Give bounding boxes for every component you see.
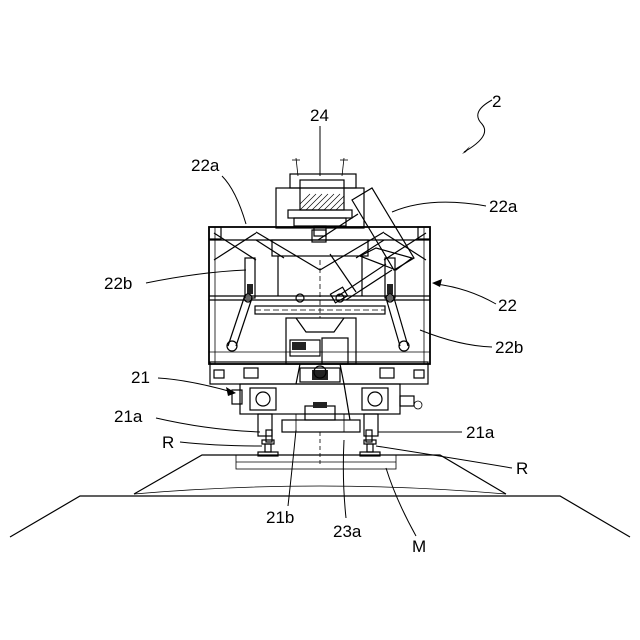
embankment <box>10 455 630 537</box>
label-R-right: R <box>516 459 528 478</box>
label-M: M <box>412 537 426 556</box>
leader-2 <box>464 100 492 152</box>
leader-21b <box>288 430 296 506</box>
label-22a-left: 22a <box>191 156 220 175</box>
label-2: 2 <box>492 92 501 111</box>
tilted-arm <box>318 188 414 303</box>
label-21b: 21b <box>266 508 294 527</box>
label-R-left: R <box>162 433 174 452</box>
leader-R-left <box>180 442 262 446</box>
leader-M <box>386 468 416 536</box>
center-unit <box>286 260 356 420</box>
leader-22 <box>436 284 496 304</box>
label-21a-right: 21a <box>466 423 495 442</box>
leader-22b-left <box>146 270 246 283</box>
label-24: 24 <box>310 106 329 125</box>
label-23a: 23a <box>333 522 362 541</box>
label-22b-right: 22b <box>495 338 523 357</box>
leader-22a-right <box>392 202 486 212</box>
label-21: 21 <box>131 368 150 387</box>
leader-22a-left <box>222 176 246 224</box>
leader-23a <box>343 440 346 518</box>
label-22a-right: 22a <box>489 197 518 216</box>
label-22: 22 <box>498 296 517 315</box>
leader-21a-left <box>156 418 260 432</box>
top-unit-hatch <box>300 194 344 210</box>
label-21a-left: 21a <box>114 407 143 426</box>
ballast-mat <box>236 455 396 469</box>
leader-21 <box>158 378 232 392</box>
label-22b-left: 22b <box>104 274 132 293</box>
